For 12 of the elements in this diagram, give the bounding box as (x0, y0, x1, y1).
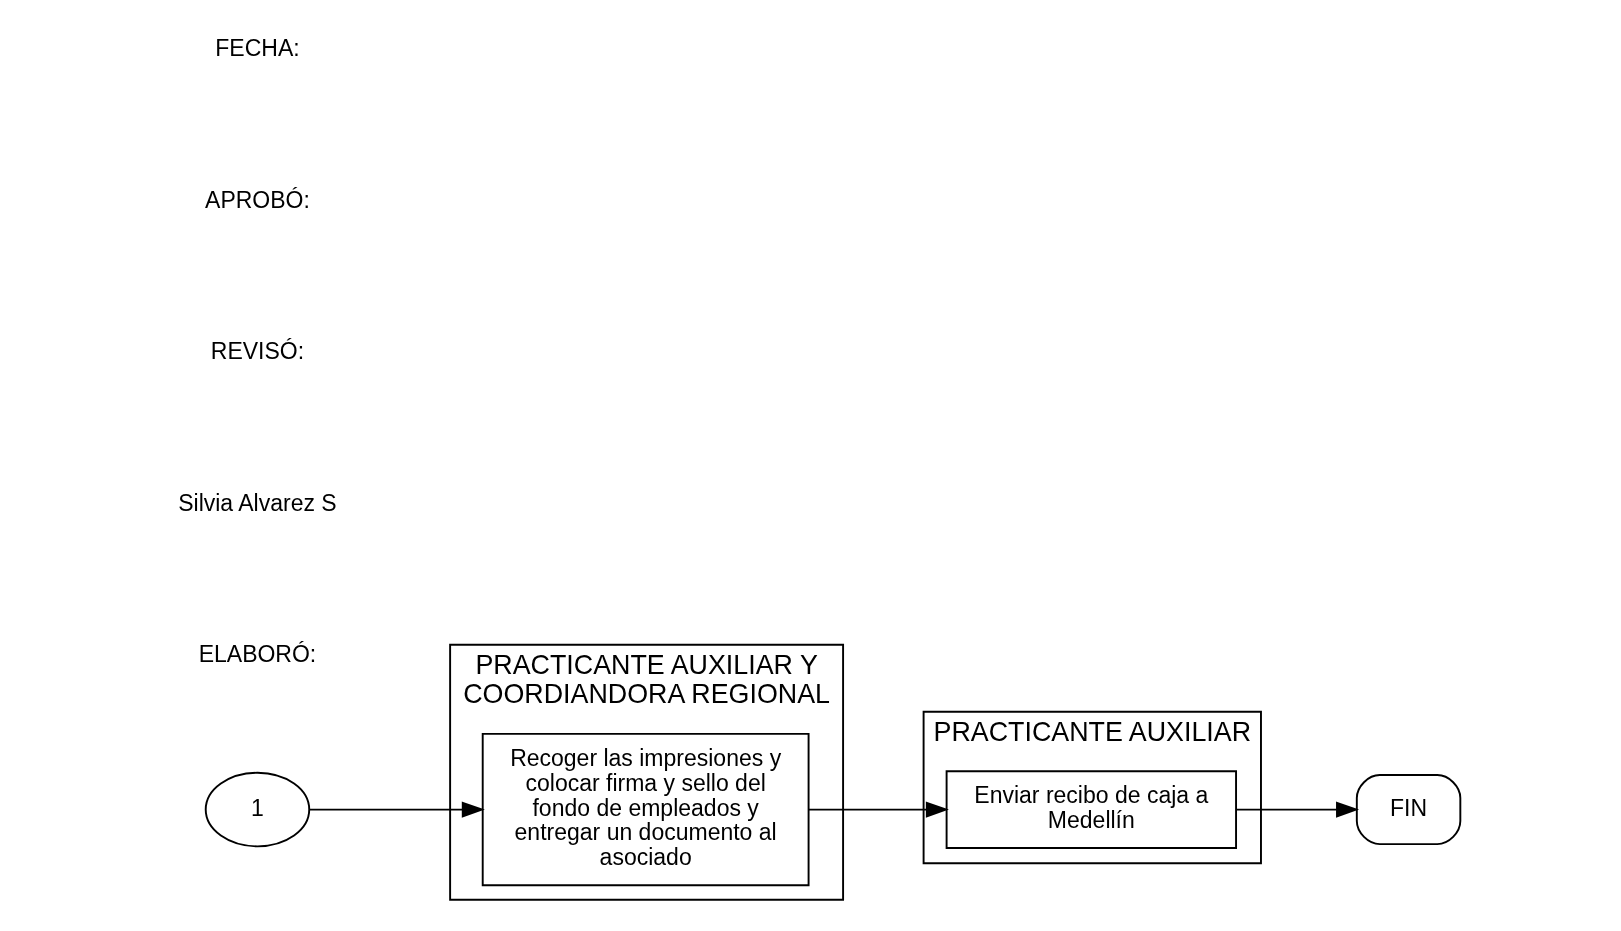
arrow (1235, 801, 1360, 818)
arrow (808, 801, 949, 818)
label: REVISÓ: (210, 338, 305, 365)
arrow (308, 801, 485, 818)
node-box: Enviar recibo de caja a Medellín (945, 770, 1237, 849)
node-box: FIN (1355, 774, 1462, 846)
label: FECHA: (215, 35, 300, 62)
label: APROBÓ: (205, 186, 310, 213)
node-ellipse: 1 (204, 771, 311, 848)
label: Silvia Alvarez S (178, 489, 337, 516)
node-box: Recoger las impresiones y colocar firma y sello del fondo de empleados y entregar un documento al asociado (481, 732, 810, 887)
label: ELABORÓ: (198, 641, 317, 668)
